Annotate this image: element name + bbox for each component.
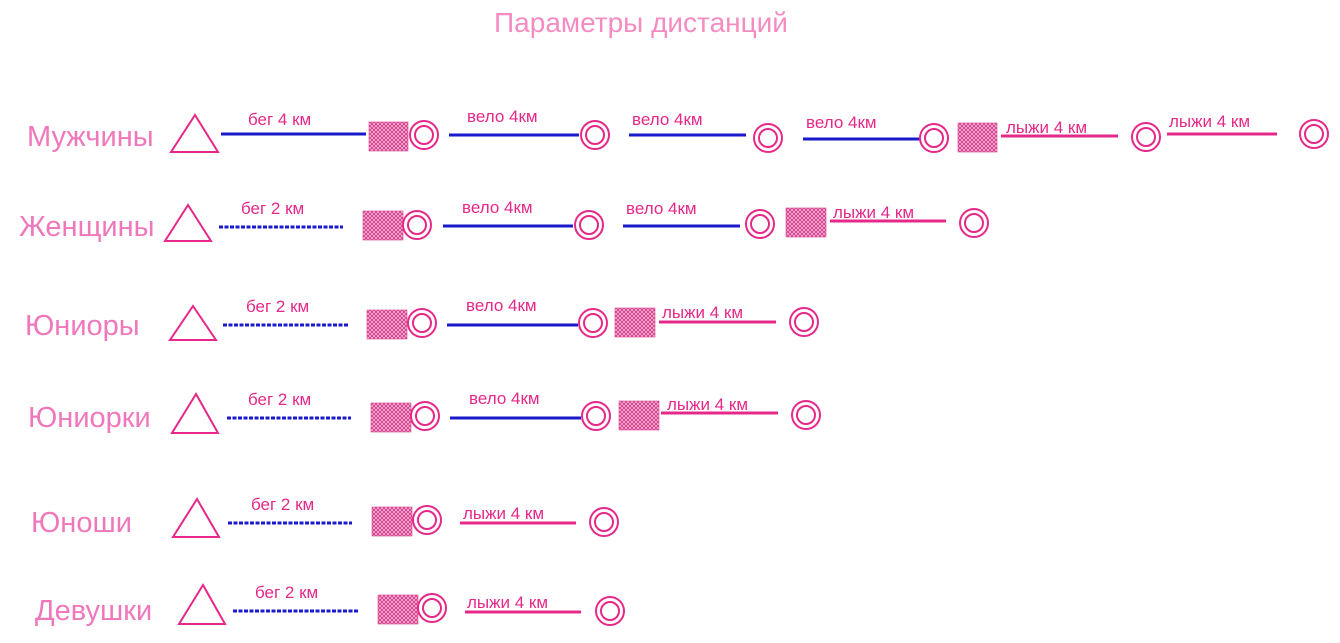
checkpoint-icon (410, 401, 440, 431)
checkpoint-icon (745, 209, 775, 239)
row-4: Юниорки бег 2 км вело 4км лыжи 4 км (28, 389, 821, 434)
transition-zone-icon (377, 594, 419, 625)
segment-label: лыжи 4 км (1169, 112, 1250, 131)
segment-label: бег 2 км (248, 390, 311, 409)
start-triangle-icon (169, 113, 220, 153)
segment-label: бег 2 км (251, 495, 314, 514)
segment-label: вело 4км (632, 110, 703, 129)
segment-label: бег 2 км (241, 199, 304, 218)
segment-label: лыжи 4 км (667, 395, 748, 414)
start-triangle-icon (171, 497, 221, 538)
transition-zone-icon (785, 207, 827, 238)
checkpoint-icon (412, 505, 442, 535)
transition-zone-icon (370, 402, 412, 433)
checkpoint-icon (402, 210, 432, 240)
checkpoint-icon (753, 123, 783, 153)
row-5: Юноши бег 2 км лыжи 4 км (31, 495, 619, 539)
row-label: Юниорки (28, 402, 151, 434)
row-label: Женщины (19, 211, 154, 243)
start-triangle-icon (170, 392, 220, 434)
checkpoint-icon (417, 593, 447, 623)
row-label: Девушки (35, 595, 152, 627)
segment-label: лыжи 4 км (467, 593, 548, 612)
checkpoint-icon (595, 596, 625, 626)
segment-label: бег 2 км (255, 583, 318, 602)
transition-zone-icon (957, 122, 998, 153)
segment-label: вело 4км (466, 296, 537, 315)
row-label: Мужчины (27, 121, 154, 153)
checkpoint-icon (959, 208, 989, 238)
segment-label: вело 4км (467, 107, 538, 126)
segment-label: лыжи 4 км (662, 303, 743, 322)
checkpoint-icon (581, 401, 611, 431)
checkpoint-icon (407, 308, 437, 338)
checkpoint-icon (409, 120, 439, 150)
segment-label: лыжи 4 км (463, 504, 544, 523)
page-title: Параметры дистанций (494, 7, 788, 38)
segment-label: лыжи 4 км (833, 203, 914, 222)
checkpoint-icon (791, 400, 821, 430)
segment-label: вело 4км (462, 198, 533, 217)
transition-zone-icon (362, 210, 404, 241)
checkpoint-icon (789, 307, 819, 337)
row-6: Девушки бег 2 км лыжи 4 км (35, 583, 625, 627)
transition-zone-icon (371, 506, 413, 537)
segment-label: вело 4км (469, 389, 540, 408)
transition-zone-icon (366, 309, 408, 340)
segment-label: лыжи 4 км (1006, 118, 1087, 137)
segment-label: вело 4км (806, 113, 877, 132)
checkpoint-icon (1299, 119, 1329, 149)
checkpoint-icon (1131, 122, 1161, 152)
row-3: Юниоры бег 2 км вело 4км лыжи 4 км (25, 296, 819, 342)
segment-label: бег 2 км (246, 297, 309, 316)
start-triangle-icon (168, 304, 218, 341)
row-label: Юноши (31, 507, 132, 539)
checkpoint-icon (589, 507, 619, 537)
rows-container: Мужчины бег 4 км вело 4км вело 4км вело 4км л… (19, 107, 1329, 627)
transition-zone-icon (368, 121, 409, 152)
segment-label: вело 4км (626, 199, 697, 218)
segment-label: бег 4 км (248, 110, 311, 129)
row-2: Женщины бег 2 км вело 4км вело 4км лыжи 4 км (19, 198, 989, 243)
row-1: Мужчины бег 4 км вело 4км вело 4км вело 4км л… (27, 107, 1329, 153)
row-label: Юниоры (25, 310, 140, 342)
checkpoint-icon (578, 308, 608, 338)
start-triangle-icon (177, 583, 227, 625)
checkpoint-icon (919, 123, 949, 153)
start-triangle-icon (163, 203, 213, 242)
checkpoint-icon (574, 210, 604, 240)
transition-zone-icon (614, 307, 656, 338)
checkpoint-icon (580, 120, 610, 150)
transition-zone-icon (618, 400, 660, 431)
